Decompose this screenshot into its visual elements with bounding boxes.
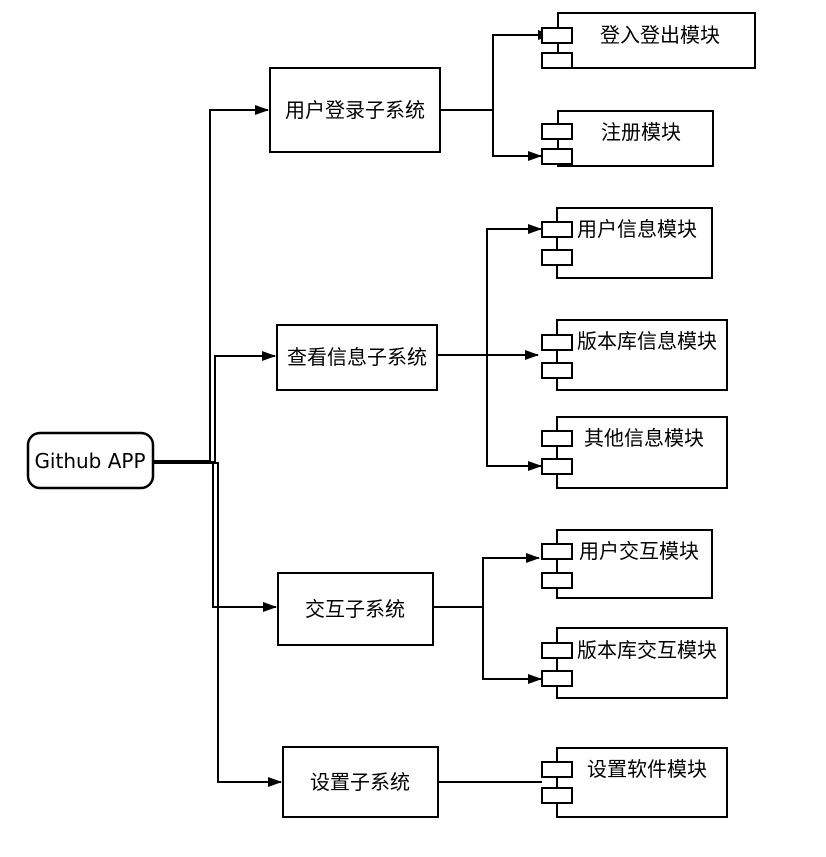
component-tab [541, 761, 573, 778]
node-subsystem-interaction: 交互子系统 [277, 572, 434, 646]
component-tab [541, 148, 573, 165]
node-subsystem-user-login: 用户登录子系统 [269, 67, 441, 153]
module-label: 其他信息模块 [584, 426, 704, 450]
subsystem-label: 设置子系统 [310, 770, 410, 794]
component-tab [541, 458, 573, 475]
component-tab [541, 249, 573, 266]
node-subsystem-view-info: 查看信息子系统 [276, 324, 438, 391]
component-tab [541, 430, 573, 447]
node-module-repo-info: 版本库信息模块 [541, 319, 728, 391]
root-label: Github APP [34, 449, 145, 473]
node-module-user-info: 用户信息模块 [541, 207, 713, 279]
node-subsystem-settings: 设置子系统 [282, 746, 439, 818]
edge-root-to-view-info-subsystem [153, 351, 276, 463]
component-box [556, 207, 713, 279]
module-label: 版本库交互模块 [577, 638, 717, 662]
node-module-repo-interaction: 版本库交互模块 [541, 627, 728, 699]
subsystem-box [276, 324, 438, 391]
module-label: 设置软件模块 [587, 757, 707, 781]
edge-root-to-settings-subsystem [153, 462, 282, 787]
module-label: 版本库信息模块 [577, 329, 717, 353]
subsystem-box [282, 746, 439, 818]
subsystem-label: 查看信息子系统 [287, 345, 427, 369]
component-box [556, 747, 728, 818]
component-tab [541, 670, 573, 687]
node-module-login-logout: 登入登出模块 [541, 12, 756, 69]
root-box [26, 431, 155, 490]
edge-root-to-user-login-subsystem [153, 105, 269, 462]
edge-root-to-interaction-subsystem [153, 461, 277, 612]
edge-user-login-to-login-logout-module [440, 30, 552, 111]
edge-view-info-to-other-info-module [437, 354, 542, 471]
module-label: 用户交互模块 [579, 539, 699, 563]
component-tab [541, 787, 573, 804]
module-label: 登入登出模块 [600, 23, 720, 47]
node-github-app: Github APP [26, 431, 155, 490]
module-label: 注册模块 [601, 120, 681, 144]
module-label: 用户信息模块 [577, 217, 697, 241]
component-box [556, 529, 713, 599]
subsystem-box [277, 572, 434, 646]
edge-view-info-to-user-info-module [437, 224, 542, 356]
component-box [557, 12, 756, 69]
subsystem-label: 用户登录子系统 [285, 98, 425, 122]
component-box [556, 319, 728, 391]
node-module-user-interaction: 用户交互模块 [541, 529, 713, 599]
edges [153, 30, 552, 787]
subsystem-label: 交互子系统 [305, 597, 405, 621]
component-tab [541, 221, 573, 238]
node-module-other-info: 其他信息模块 [541, 416, 728, 489]
edge-user-login-to-register-module [440, 109, 542, 161]
edge-interaction-to-repo-interaction-module [433, 606, 542, 684]
component-tab [541, 27, 573, 44]
edge-interaction-to-user-interaction-module [433, 553, 540, 608]
component-tab [541, 543, 573, 560]
node-module-register: 注册模块 [541, 110, 714, 167]
subsystem-box [269, 67, 441, 153]
component-tab [541, 642, 573, 659]
component-tab [541, 572, 573, 589]
node-module-settings-software: 设置软件模块 [541, 747, 728, 818]
component-tab [541, 362, 573, 379]
component-box [557, 110, 714, 167]
component-box [556, 416, 728, 489]
component-box [556, 627, 728, 699]
component-tab [541, 52, 573, 69]
component-tab [541, 334, 573, 351]
component-tab [541, 123, 573, 140]
